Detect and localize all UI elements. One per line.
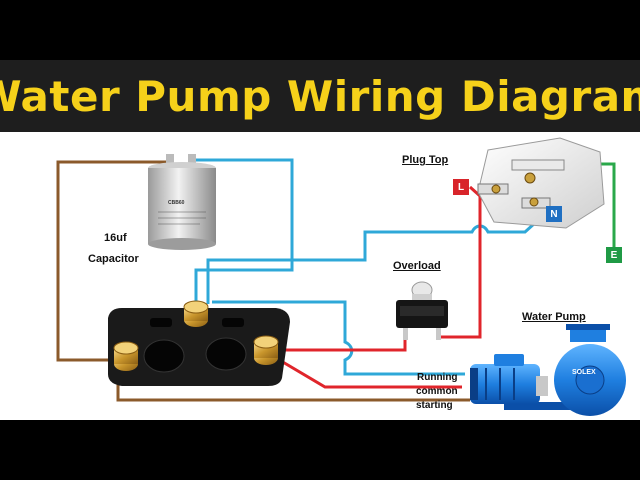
terminal-left bbox=[113, 341, 139, 371]
overload-label: Overload bbox=[393, 260, 441, 272]
neutral-tag: N bbox=[546, 206, 562, 222]
wire-live bbox=[440, 185, 482, 339]
starting-label: starting bbox=[416, 400, 453, 411]
terminal-right bbox=[253, 335, 279, 365]
capacitor: CBB60 bbox=[148, 154, 216, 250]
wire-overload-terminal bbox=[278, 337, 407, 352]
title-banner: Water Pump Wiring Diagram bbox=[0, 60, 640, 132]
capacitor-label: Capacitor bbox=[88, 253, 139, 265]
svg-text:CBB60: CBB60 bbox=[168, 200, 185, 206]
common-label: common bbox=[416, 386, 458, 397]
plug-top-label: Plug Top bbox=[402, 154, 449, 166]
wire-capacitor-starting bbox=[56, 160, 168, 362]
water-pump-label: Water Pump bbox=[522, 311, 586, 323]
overload-protector bbox=[396, 281, 448, 340]
pump-brand: SOLEX bbox=[572, 369, 596, 376]
wiring-svg: CBB60 bbox=[56, 137, 626, 416]
running-label: Running bbox=[417, 372, 458, 383]
terminal-top bbox=[183, 300, 209, 327]
wire-capacitor-running bbox=[194, 158, 294, 304]
capacitor-value-label: 16uf bbox=[104, 232, 127, 244]
diagram-canvas: CBB60 bbox=[0, 132, 640, 420]
page-title: Water Pump Wiring Diagram bbox=[0, 71, 640, 121]
plug-top bbox=[477, 137, 605, 229]
water-pump: SOLEX bbox=[470, 324, 626, 416]
live-tag: L bbox=[453, 179, 469, 195]
earth-tag: E bbox=[606, 247, 622, 263]
wire-common bbox=[275, 356, 462, 389]
terminal-block bbox=[108, 300, 290, 386]
wire-neutral bbox=[206, 212, 547, 304]
